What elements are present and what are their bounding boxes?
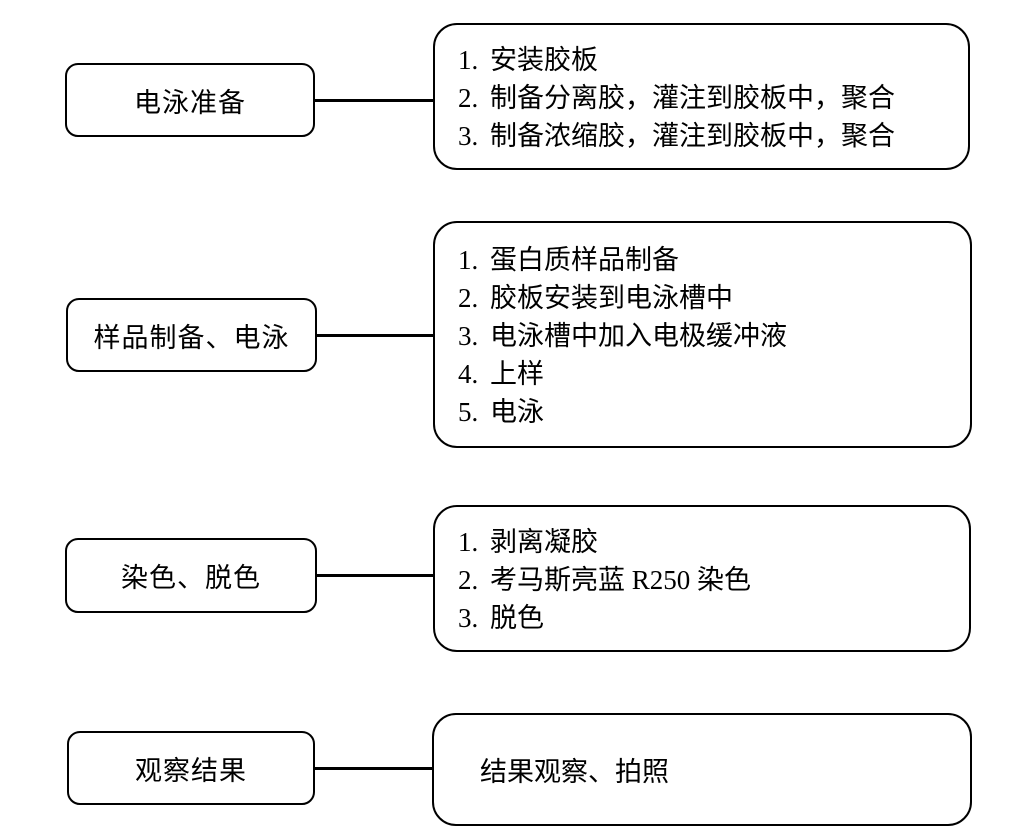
detail-text: 结果观察、拍照 (480, 757, 669, 787)
detail-list: 1. 蛋白质样品制备 2. 胶板安装到电泳槽中 3. 电泳槽中加入电极缓冲液 4… (435, 241, 970, 431)
list-item: 2. 考马斯亮蓝 R250 染色 (458, 561, 969, 599)
list-item-number: 1. (458, 45, 479, 75)
list-item-number: 4. (458, 359, 479, 389)
list-item-number: 5. (458, 397, 479, 427)
list-item: 3. 脱色 (458, 599, 969, 637)
list-item-number: 3. (458, 121, 479, 151)
list-item: 1. 安装胶板 (458, 41, 968, 79)
list-item-text: 考马斯亮蓝 R250 染色 (490, 565, 752, 595)
detail-box-electrophoresis-prep: 1. 安装胶板 2. 制备分离胶，灌注到胶板中，聚合 3. 制备浓缩胶，灌注到胶… (433, 23, 970, 170)
detail-box-observe-results: 结果观察、拍照 (432, 713, 972, 826)
list-item-text: 脱色 (490, 603, 544, 633)
list-item-text: 电泳 (490, 397, 544, 427)
list-item: 2. 胶板安装到电泳槽中 (458, 279, 970, 317)
stage-box-sample-prep-electrophoresis: 样品制备、电泳 (66, 298, 317, 372)
stage-label: 样品制备、电泳 (93, 322, 290, 353)
list-item-number: 3. (458, 321, 479, 351)
detail-box-stain-destain: 1. 剥离凝胶 2. 考马斯亮蓝 R250 染色 3. 脱色 (433, 505, 971, 652)
connector-line-row4 (315, 767, 432, 770)
list-item-number: 1. (458, 245, 479, 275)
list-item-text: 电泳槽中加入电极缓冲液 (490, 321, 787, 351)
list-item: 5. 电泳 (458, 393, 970, 431)
stage-box-stain-destain: 染色、脱色 (65, 538, 317, 613)
detail-list: 1. 安装胶板 2. 制备分离胶，灌注到胶板中，聚合 3. 制备浓缩胶，灌注到胶… (435, 41, 968, 155)
connector-line-row2 (317, 334, 433, 337)
list-item: 1. 蛋白质样品制备 (458, 241, 970, 279)
list-item-text: 胶板安装到电泳槽中 (490, 283, 733, 313)
list-item: 3. 制备浓缩胶，灌注到胶板中，聚合 (458, 117, 968, 155)
list-item-text: 制备分离胶，灌注到胶板中，聚合 (490, 83, 895, 113)
stage-box-electrophoresis-prep: 电泳准备 (65, 63, 315, 137)
list-item: 2. 制备分离胶，灌注到胶板中，聚合 (458, 79, 968, 117)
list-item-text: 上样 (490, 359, 544, 389)
detail-box-sample-prep-electrophoresis: 1. 蛋白质样品制备 2. 胶板安装到电泳槽中 3. 电泳槽中加入电极缓冲液 4… (433, 221, 972, 448)
list-item-text: 制备浓缩胶，灌注到胶板中，聚合 (490, 121, 895, 151)
stage-label: 电泳准备 (134, 87, 246, 118)
list-item-text: 安装胶板 (490, 45, 598, 75)
connector-line-row1 (315, 99, 433, 102)
stage-label: 观察结果 (135, 755, 247, 786)
list-item-number: 2. (458, 83, 479, 113)
list-item-number: 3. (458, 603, 479, 633)
stage-box-observe-results: 观察结果 (67, 731, 315, 805)
list-item: 3. 电泳槽中加入电极缓冲液 (458, 317, 970, 355)
stage-label: 染色、脱色 (121, 563, 261, 593)
list-item-text: 剥离凝胶 (490, 527, 598, 557)
connector-line-row3 (317, 574, 433, 577)
list-item-number: 2. (458, 283, 479, 313)
list-item-text: 蛋白质样品制备 (490, 245, 679, 275)
list-item: 1. 剥离凝胶 (458, 523, 969, 561)
detail-list: 1. 剥离凝胶 2. 考马斯亮蓝 R250 染色 3. 脱色 (435, 523, 969, 637)
list-item: 4. 上样 (458, 355, 970, 393)
list-item-number: 2. (458, 565, 479, 595)
list-item-number: 1. (458, 527, 479, 557)
